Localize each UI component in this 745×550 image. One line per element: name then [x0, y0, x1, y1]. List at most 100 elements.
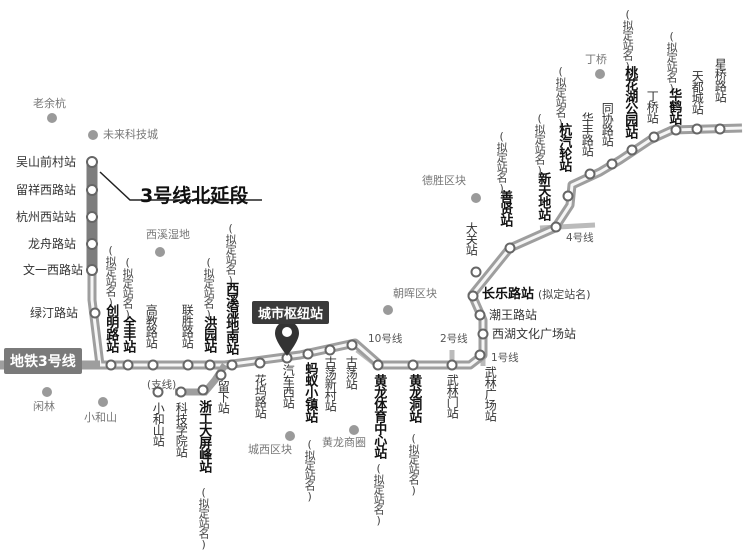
station-hangqilun: 杭汽轮站 — [556, 123, 572, 171]
place-xiaoheshan: 小和山 — [84, 411, 117, 424]
note-changle: (拟定站名) — [538, 288, 591, 301]
station-wulinmen: 武林门站 — [445, 374, 460, 418]
place-xixishidi: 西溪湿地 — [146, 228, 190, 241]
place-chengxi: 城西区块 — [248, 443, 292, 456]
note-shanxian: (拟定站名) — [495, 130, 509, 194]
station-mayixiaozhen: 蚂蚁小镇站 — [302, 362, 318, 422]
station-dot — [626, 144, 638, 156]
station-dot — [226, 359, 238, 371]
station-taohuahu: 桃花湖公园站 — [622, 66, 638, 138]
station-lvdinglu: 绿汀路站 — [30, 306, 79, 320]
station-dot — [204, 359, 216, 371]
station-hongyuan: 洪园站 — [201, 316, 217, 352]
extension-title: 3号线北延段 — [140, 185, 249, 207]
station-dot — [86, 238, 98, 250]
station-xintiandi: 新天地站 — [535, 172, 551, 220]
station-quanfeng: 全丰站 — [120, 316, 136, 352]
station-dot — [474, 309, 486, 321]
station-wulinguangchang: 武林广场站 — [483, 366, 498, 421]
place-markers — [42, 69, 605, 441]
station-dot — [86, 156, 98, 168]
station-dot — [477, 328, 489, 340]
station-dot — [372, 359, 384, 371]
station-dot — [670, 124, 682, 136]
station-dot — [122, 359, 134, 371]
extension-leader — [99, 171, 262, 201]
hub-pin-icon — [275, 321, 299, 356]
station-chaowanglu: 潮王路站 — [489, 308, 538, 322]
line2-tag: 2号线 — [440, 333, 468, 345]
station-dot — [467, 290, 479, 302]
station-gaojiaolu: 高教路站 — [144, 304, 159, 348]
note-taohuahu: (拟定站名) — [621, 8, 635, 72]
station-tongxielu: 同协路站 — [600, 102, 615, 146]
note-quanfeng: (拟定站名) — [121, 256, 135, 320]
station-dot — [714, 123, 726, 135]
station-shanxian: 善贤站 — [497, 190, 513, 226]
note-pingfeng: (拟定站名) — [197, 486, 211, 550]
place-xianlin: 闲林 — [33, 400, 55, 413]
station-dot — [175, 386, 187, 398]
note-huanglongtiyu: (拟定站名) — [372, 462, 386, 526]
station-huawulu: 花坞路站 — [253, 374, 268, 418]
place-laoyuhang: 老余杭 — [33, 97, 66, 110]
station-zhedapingfeng: 浙工大屏峰站 — [196, 400, 212, 472]
line1-tag: 1号线 — [491, 352, 519, 364]
hub-badge: 城市枢纽站 — [252, 301, 330, 324]
station-dot — [470, 266, 482, 278]
station-dot — [446, 359, 458, 371]
station-dot — [254, 357, 266, 369]
note-chuangming: (拟定站名) — [104, 244, 118, 308]
station-dot — [86, 264, 98, 276]
station-changlelu: 长乐路站 — [482, 287, 535, 302]
station-xiaoheshan: 小和山站 — [151, 402, 166, 446]
station-huafenglu: 华丰路站 — [580, 112, 595, 156]
note-xintiandi: (拟定站名) — [554, 65, 568, 129]
station-markers — [86, 123, 726, 398]
station-dot — [89, 307, 101, 319]
station-dot — [215, 369, 227, 381]
line10-tag: 10号线 — [368, 333, 403, 345]
station-dot — [152, 386, 164, 398]
station-dot — [105, 359, 117, 371]
station-qichexizhan: 汽车西站 — [281, 364, 296, 408]
station-dot — [407, 359, 419, 371]
line3-badge: 地铁3号线 — [4, 348, 82, 374]
place-dingsheng: 德胜区块 — [422, 174, 466, 187]
station-dot — [324, 344, 336, 356]
place-zhaohui: 朝晖区块 — [393, 287, 437, 300]
note-mayi: (拟定站名) — [303, 438, 317, 502]
station-gudangxincun: 古荡新村站 — [323, 356, 338, 411]
note-hongyuan: (拟定站名) — [202, 256, 216, 320]
station-lianshenglu: 联胜路站 — [180, 304, 195, 348]
line4-tag: 4号线 — [566, 232, 594, 244]
note-xixi: (拟定站名) — [224, 222, 238, 286]
station-huanglongdong: 黄龙洞站 — [406, 374, 422, 422]
station-kejixueyuan: 科技学院站 — [174, 402, 189, 457]
station-longzhoulu: 龙舟路站 — [28, 237, 77, 251]
station-dot — [691, 123, 703, 135]
station-dingqiao: 丁桥站 — [645, 90, 660, 123]
station-huanglongtiyu: 黄龙体育中心站 — [371, 374, 387, 458]
place-dingqiao: 丁桥 — [585, 53, 607, 66]
station-dot — [606, 158, 618, 170]
station-dot — [302, 348, 314, 360]
station-daguan: 大关站 — [464, 222, 479, 255]
place-weilai: 未来科技城 — [103, 128, 158, 141]
station-dot — [197, 384, 209, 396]
station-dot — [86, 184, 98, 196]
station-tiandu: 天都城站 — [690, 70, 705, 114]
note-huahe: (拟定站名) — [665, 30, 679, 94]
station-dot — [562, 190, 574, 202]
branch-tag: (支线) — [147, 379, 177, 391]
note-hangqilun: (拟定站名) — [533, 112, 547, 176]
station-xihuwenhua: 西湖文化广场站 — [492, 327, 577, 341]
station-chuangminglu: 创明路站 — [103, 304, 119, 352]
place-huanglong: 黄龙商圈 — [322, 436, 366, 449]
station-gudang: 古荡站 — [344, 356, 359, 389]
station-dot — [86, 211, 98, 223]
station-liuxiangxilu: 留祥西路站 — [16, 183, 77, 197]
station-dot — [182, 359, 194, 371]
station-dot — [147, 359, 159, 371]
